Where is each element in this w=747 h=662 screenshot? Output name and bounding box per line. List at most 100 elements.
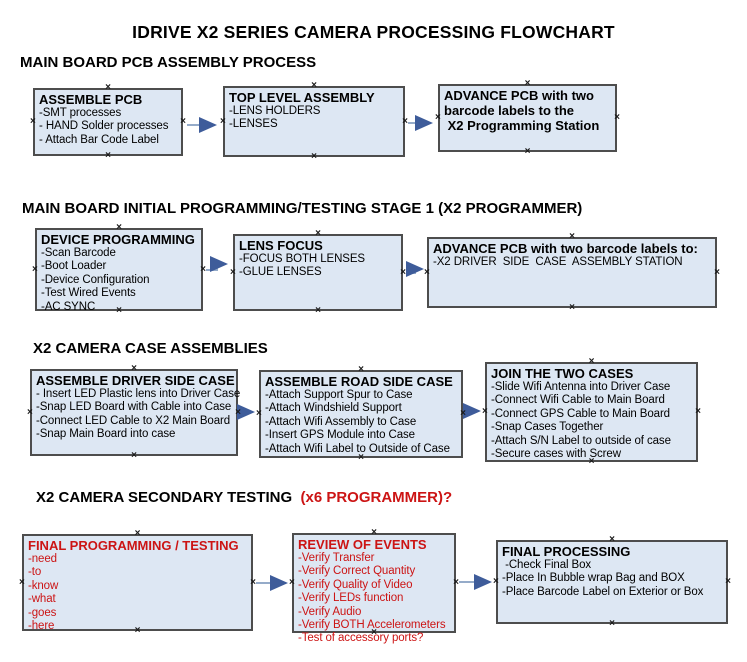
connection-handle-icon: ×	[180, 116, 186, 127]
connection-handle-icon: ×	[588, 356, 595, 367]
box-line: -Test Wired Events	[41, 287, 136, 300]
box-line: -Boot Loader	[41, 260, 107, 273]
flow-box-join-the-two-cases: JOIN THE TWO CASES -Slide Wifi Antenna i…	[482, 357, 701, 467]
flow-box-advance-pcb-driver-side-station: ADVANCE PCB with two barcode labels to: …	[424, 232, 720, 313]
box-title: FINAL PROGRAMMING / TESTING	[28, 538, 239, 553]
connection-handle-icon: ×	[358, 364, 364, 375]
connection-handle-icon: ×	[569, 231, 575, 242]
section-header-pcb-assembly: MAIN BOARD PCB ASSEMBLY PROCESS	[20, 54, 317, 71]
box-lines: -X2 DRIVER SIDE CASE ASSEMBLY STATION	[433, 256, 711, 269]
box-line: -Check Final Box	[502, 559, 592, 571]
box-title: TOP LEVEL ASSEMBLY	[229, 90, 375, 105]
box-line: -here	[28, 620, 55, 633]
box-title: FINAL PROCESSING	[502, 544, 631, 559]
connection-handle-icon: ×	[482, 406, 488, 417]
box-title: ASSEMBLE ROAD SIDE CASE	[265, 374, 453, 389]
connection-handle-icon: ×	[435, 112, 441, 123]
box-lines: -need-to-know-what-goes-here	[28, 553, 247, 633]
connection-handle-icon: ×	[493, 576, 499, 587]
flow-box-final-processing: FINAL PROCESSING -Check Final Box-Place …	[493, 535, 731, 629]
connection-handle-icon: ×	[524, 146, 531, 157]
connection-handle-icon: ×	[19, 576, 25, 588]
box-lines: -SMT processes- HAND Solder processes- A…	[39, 107, 177, 147]
connection-handle-icon: ×	[27, 406, 33, 418]
box-line: -Scan Barcode	[41, 247, 116, 259]
box-line: -Attach Wifi Assembly to Case	[265, 415, 417, 428]
connection-handle-icon: ×	[220, 115, 226, 127]
box-line: -Attach Support Spur to Case	[265, 389, 413, 401]
box-line: -Verify Quality of Video	[298, 578, 413, 591]
box-line: -Attach Windshield Support	[265, 402, 402, 415]
connection-handle-icon: ×	[371, 527, 377, 538]
flow-box-device-programming: DEVICE PROGRAMMING -Scan Barcode-Boot Lo…	[32, 223, 206, 316]
box-lines: -Verify Transfer-Verify Correct Quantity…	[298, 552, 450, 646]
flow-arrow-row2-1	[206, 256, 228, 272]
flow-box-final-programming-testing: FINAL PROGRAMMING / TESTING -need-to-kno…	[19, 529, 256, 636]
box-title: ASSEMBLE PCB	[39, 92, 143, 107]
flow-arrow-row2-2	[406, 261, 424, 277]
box-line: -Verify Transfer	[298, 552, 375, 564]
connection-handle-icon: ×	[311, 151, 317, 162]
connection-handle-icon: ×	[235, 406, 241, 418]
connection-handle-icon: ×	[134, 528, 141, 539]
box-line: -Snap Main Board into case	[36, 428, 176, 441]
box-line: -X2 DRIVER SIDE CASE ASSEMBLY STATION	[433, 256, 683, 268]
connection-handle-icon: ×	[609, 618, 615, 629]
box-line: -Connect LED Cable to X2 Main Board	[36, 414, 231, 427]
box-line: -what	[28, 593, 56, 606]
connection-handle-icon: ×	[315, 305, 321, 316]
box-title: LENS FOCUS	[239, 238, 323, 253]
box-line: -Verify LEDs function	[298, 592, 404, 605]
connection-handle-icon: ×	[105, 150, 111, 161]
box-line: -need	[28, 553, 57, 565]
box-line: -Place In Bubble wrap Bag and BOX	[502, 572, 685, 585]
connection-handle-icon: ×	[609, 534, 615, 545]
box-line: - Attach Bar Code Label	[39, 133, 159, 146]
connection-handle-icon: ×	[695, 406, 701, 417]
flow-box-advance-pcb-programming-station: ADVANCE PCB with two barcode labels to t…	[435, 79, 620, 157]
flow-box-assemble-road-side-case: ASSEMBLE ROAD SIDE CASE -Attach Support …	[256, 365, 466, 463]
flow-box-assemble-pcb: ASSEMBLE PCB -SMT processes- HAND Solder…	[30, 83, 186, 161]
box-title: DEVICE PROGRAMMING	[41, 232, 195, 247]
connection-handle-icon: ×	[453, 577, 459, 588]
box-lines: -Scan Barcode-Boot Loader-Device Configu…	[41, 247, 197, 314]
box-title: ASSEMBLE DRIVER SIDE CASE	[36, 373, 235, 388]
box-lines: -Check Final Box-Place In Bubble wrap Ba…	[502, 559, 722, 599]
box-line: - HAND Solder processes	[39, 120, 169, 133]
box-line: -FOCUS BOTH LENSES	[239, 253, 365, 265]
flow-box-lens-focus: LENS FOCUS -FOCUS BOTH LENSES-GLUE LENSE…	[230, 229, 406, 316]
box-line: -Device Configuration	[41, 273, 150, 286]
connection-handle-icon: ×	[30, 116, 36, 127]
section-header-text: X2 CAMERA SECONDARY TESTING	[36, 489, 301, 506]
box-lines: -LENS HOLDERS-LENSES	[229, 105, 399, 132]
box-line: -Place Barcode Label on Exterior or Box	[502, 585, 704, 598]
box-line: -Connect Wifi Cable to Main Board	[491, 394, 665, 407]
box-line: X2 Programming Station	[444, 118, 600, 133]
box-line: -Verify Audio	[298, 605, 362, 618]
connection-handle-icon: ×	[116, 222, 122, 233]
connection-handle-icon: ×	[402, 115, 408, 127]
box-line: -know	[28, 579, 59, 592]
connection-handle-icon: ×	[714, 266, 720, 278]
box-line: -Verify BOTH Accelerometers	[298, 619, 446, 632]
connection-handle-icon: ×	[230, 266, 236, 278]
connection-handle-icon: ×	[524, 78, 531, 89]
box-title: ADVANCE PCB with two	[444, 88, 594, 103]
box-line: -LENSES	[229, 118, 278, 131]
connection-handle-icon: ×	[460, 408, 466, 419]
page-title: IDRIVE X2 SERIES CAMERA PROCESSING FLOWC…	[132, 22, 615, 42]
box-line: -Slide Wifi Antenna into Driver Case	[491, 381, 671, 393]
connection-handle-icon: ×	[256, 408, 262, 419]
connection-handle-icon: ×	[131, 450, 137, 461]
connection-handle-icon: ×	[311, 80, 317, 91]
connection-handle-icon: ×	[32, 263, 38, 275]
flow-box-review-of-events: REVIEW OF EVENTS -Verify Transfer-Verify…	[289, 528, 459, 645]
box-line: barcode labels to the	[444, 103, 575, 118]
box-title: REVIEW OF EVENTS	[298, 537, 427, 552]
box-line: -Attach S/N Label to outside of case	[491, 434, 671, 447]
box-title: JOIN THE TWO CASES	[491, 366, 634, 381]
connection-handle-icon: ×	[131, 363, 137, 374]
box-lines: -FOCUS BOTH LENSES-GLUE LENSES	[239, 253, 397, 280]
box-line: -Test of accessory ports?	[298, 632, 424, 645]
